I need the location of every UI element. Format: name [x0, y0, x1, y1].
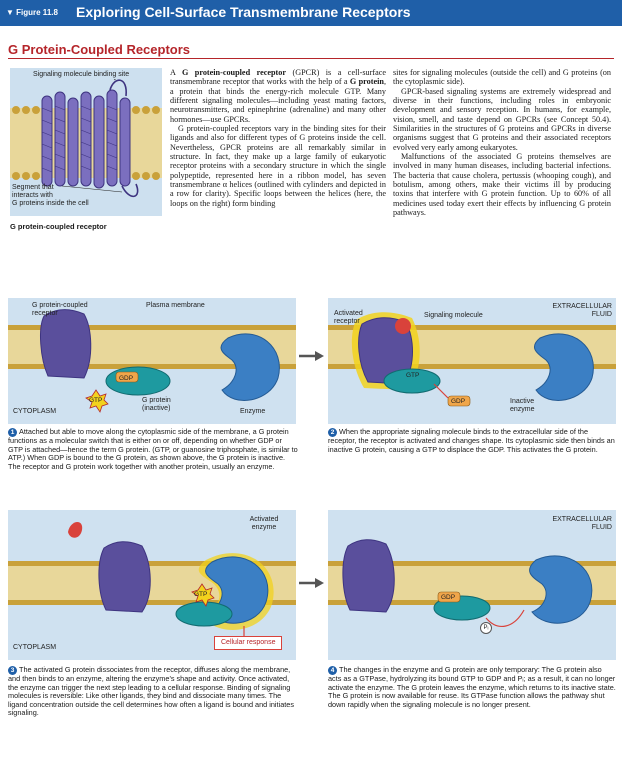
- step-number-1: 1: [8, 428, 17, 437]
- cellular-response-box: Cellular response: [214, 636, 283, 650]
- figure-title: Exploring Cell-Surface Transmembrane Rec…: [76, 4, 411, 20]
- figure-banner: ▼ Figure 11.8 Exploring Cell-Surface Tra…: [0, 0, 622, 26]
- label-enzyme: Enzyme: [240, 408, 266, 415]
- gpcr-ribbon-illustration: [10, 75, 162, 198]
- body-paragraph-1: A G protein-coupled receptor (GPCR) is a…: [170, 68, 386, 124]
- label-activated-enzyme: Activated enzyme: [249, 516, 279, 531]
- label-gtp: GTP: [406, 372, 420, 379]
- label-pi: Pᵢ: [480, 622, 492, 634]
- body-paragraph-3: sites for signaling molecules (outside t…: [393, 68, 611, 87]
- label-gpcr: G protein-coupled receptor: [32, 302, 88, 317]
- arrow-step3-to-4: [299, 578, 324, 588]
- step1-illustration: [8, 309, 296, 413]
- label-cytoplasm: CYTOPLASM: [13, 644, 57, 651]
- text-run: A: [170, 68, 182, 77]
- label-activated-receptor: Activated receptor: [334, 310, 363, 325]
- label-extracellular-fluid: EXTRACELLULAR FLUID: [552, 516, 612, 531]
- label-gtp: GTP: [194, 591, 208, 598]
- step2-panel: Activated receptor Signaling molecule EX…: [328, 298, 616, 424]
- label-gdp: GDP: [441, 594, 456, 601]
- step1-panel: G protein-coupled receptor Plasma membra…: [8, 298, 296, 424]
- body-paragraph-2: G protein-coupled receptors vary in the …: [170, 124, 386, 208]
- step2-illustration: [328, 312, 616, 407]
- binding-site-label: Signaling molecule binding site: [33, 71, 130, 79]
- label-extracellular-fluid: EXTRACELLULAR FLUID: [552, 303, 612, 318]
- label-cytoplasm: CYTOPLASM: [13, 408, 57, 415]
- body-paragraph-5: Malfunctions of the associated G protein…: [393, 152, 611, 218]
- arrow-step1-to-2: [299, 351, 324, 361]
- step1-text: Attached but able to move along the cyto…: [8, 427, 298, 471]
- step4-text: The changes in the enzyme and G protein …: [328, 665, 616, 709]
- label-gdp: GDP: [119, 375, 134, 382]
- body-column-1: A G protein-coupled receptor (GPCR) is a…: [170, 68, 386, 208]
- step3-text: The activated G protein dissociates from…: [8, 665, 294, 718]
- label-signaling-molecule: Signaling molecule: [424, 312, 483, 319]
- body-column-2: sites for signaling molecules (outside t…: [393, 68, 611, 218]
- label-gdp: GDP: [451, 398, 466, 405]
- section-rule: [8, 58, 614, 59]
- step4-panel: EXTRACELLULAR FLUID GDP Pᵢ: [328, 510, 616, 660]
- body-paragraph-4: GPCR-based signaling systems are extreme…: [393, 86, 611, 152]
- label-plasma-membrane: Plasma membrane: [146, 302, 205, 309]
- gpcr-figure-caption: G protein-coupled receptor: [10, 222, 107, 231]
- label-g-protein-inactive: G protein (inactive): [142, 397, 171, 412]
- step3-panel: Activated enzyme GTP Cellular response C…: [8, 510, 296, 660]
- term-g-protein: G protein: [349, 77, 384, 87]
- figure-label: ▼ Figure 11.8: [6, 8, 58, 17]
- segment-label-line1: Segment that: [12, 184, 54, 191]
- step2-text: When the appropriate signaling molecule …: [328, 427, 615, 454]
- step4-illustration: [328, 539, 616, 627]
- label-gtp: GTP: [89, 397, 103, 404]
- gpcr-ribbon-figure: Signaling molecule binding site Segment …: [10, 68, 162, 216]
- step-number-3: 3: [8, 666, 17, 675]
- section-title: G Protein-Coupled Receptors: [8, 42, 191, 57]
- step3-illustration: [8, 521, 296, 638]
- text-run: , a protein that binds the energy-rich m…: [170, 77, 386, 124]
- label-inactive-enzyme: Inactive enzyme: [510, 398, 535, 413]
- term-gpcr: G protein-coupled receptor: [181, 68, 286, 77]
- text-run: (GPCR) is a cell-surface transmembrane r…: [170, 68, 386, 87]
- step-number-4: 4: [328, 666, 337, 675]
- step-number-2: 2: [328, 428, 337, 437]
- segment-label-line2: interacts with: [12, 192, 53, 199]
- segment-label-line3: G proteins inside the cell: [12, 200, 89, 207]
